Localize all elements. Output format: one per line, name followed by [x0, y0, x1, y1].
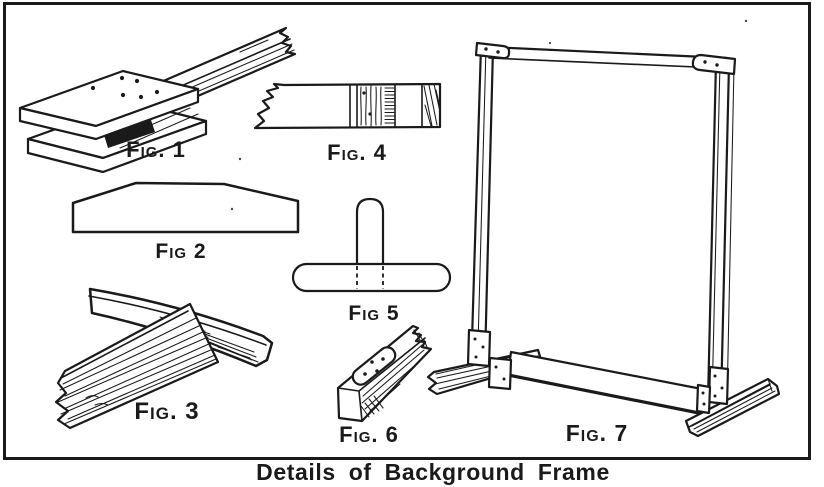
fig7-left-bracket-lower: [487, 356, 513, 391]
fig4-drawing: [253, 82, 442, 130]
fig3-drawing: [54, 287, 274, 430]
fig3-board: [54, 302, 220, 430]
fig3-label: Fig. 3: [134, 398, 200, 425]
fig1-drawing: [18, 26, 297, 174]
fig1-top-board-front: [18, 87, 200, 141]
fig7-right-upright: [706, 60, 731, 404]
fig7-stretcher: [506, 350, 709, 416]
fig7-left-bracket-upper: [466, 328, 492, 368]
fig7-left-upright: [470, 44, 495, 362]
fig7-screw-dots: [473, 47, 724, 406]
fig1-screw-dots: [90, 75, 160, 100]
scan-specks: [230, 19, 748, 211]
fig7-drawing: [426, 41, 781, 438]
fig6-bar: [336, 324, 433, 423]
fig6-label: Fig. 6: [339, 422, 399, 447]
fig7-label: Fig. 7: [565, 420, 629, 446]
fig7-top-right-plate: [691, 53, 737, 76]
fig6-cleat-plate: [351, 346, 397, 386]
fig6-screw-dots: [363, 357, 385, 376]
fig5-horizontal-bar: [291, 262, 452, 293]
fig1-bottom-board-front: [26, 119, 208, 174]
fig1-label: Fig. 1: [126, 137, 186, 162]
fig5-label: Fig 5: [348, 302, 400, 325]
fig4-label: Fig. 4: [327, 140, 387, 165]
plate-caption: Details of Background Frame: [256, 459, 610, 485]
fig2-drawing: [71, 181, 300, 234]
fig2-profile: [71, 181, 300, 234]
fig5-hidden-lines: [356, 266, 384, 289]
fig7-right-bracket-lower: [695, 383, 712, 415]
fig7-right-bracket-upper: [707, 365, 730, 406]
fig7-top-bar: [487, 45, 729, 60]
fig5-drawing: [291, 197, 452, 293]
fig4-board: [253, 82, 442, 130]
fig5-vertical-bar: [355, 197, 385, 274]
fig7-top-left-plate: [474, 41, 511, 60]
fig2-label: Fig 2: [155, 240, 207, 263]
fig6-drawing: [336, 324, 433, 423]
